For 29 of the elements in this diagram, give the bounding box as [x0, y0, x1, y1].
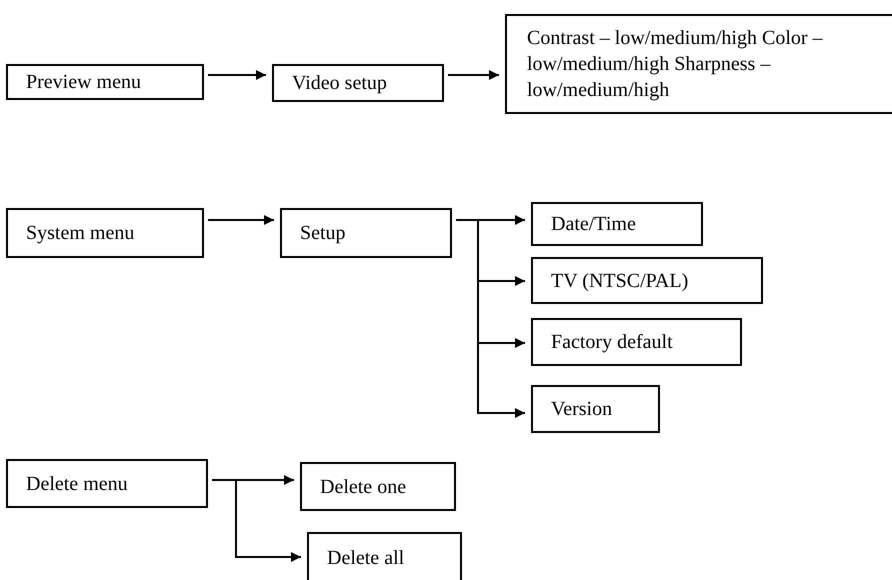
menu-label: System menu: [26, 221, 134, 246]
menu-label: Delete one: [320, 474, 406, 500]
menu-box: [531, 257, 763, 304]
menu-box: [6, 208, 204, 258]
menu-label: TV (NTSC/PAL): [551, 268, 688, 294]
menu-box: [6, 459, 208, 508]
menu-box: [272, 64, 444, 102]
arrow: [208, 215, 274, 225]
menu-label: Date/Time: [551, 212, 636, 237]
menu-box: [307, 532, 462, 580]
arrow: [456, 219, 525, 418]
menu-box: [300, 462, 456, 511]
arrow: [212, 479, 301, 562]
menu-label: Delete all: [327, 546, 404, 571]
menu-box: [531, 318, 742, 366]
menu-label: Version: [551, 397, 612, 422]
arrow: [208, 70, 266, 80]
menu-box: [6, 64, 204, 100]
menu-box: [505, 14, 892, 114]
menu-box: [531, 385, 660, 433]
menu-label: Contrast – low/medium/high Color –low/medium/high Sharpness –low/medium/high: [527, 26, 824, 103]
menu-label: Delete menu: [26, 472, 128, 496]
menu-box: [531, 202, 703, 246]
arrow: [448, 70, 499, 80]
menu-box: [280, 208, 452, 258]
menu-label: Factory default: [551, 330, 673, 355]
menu-label: Preview menu: [26, 70, 141, 95]
menu-label: Video setup: [292, 71, 387, 96]
menu-label: Setup: [300, 221, 346, 246]
